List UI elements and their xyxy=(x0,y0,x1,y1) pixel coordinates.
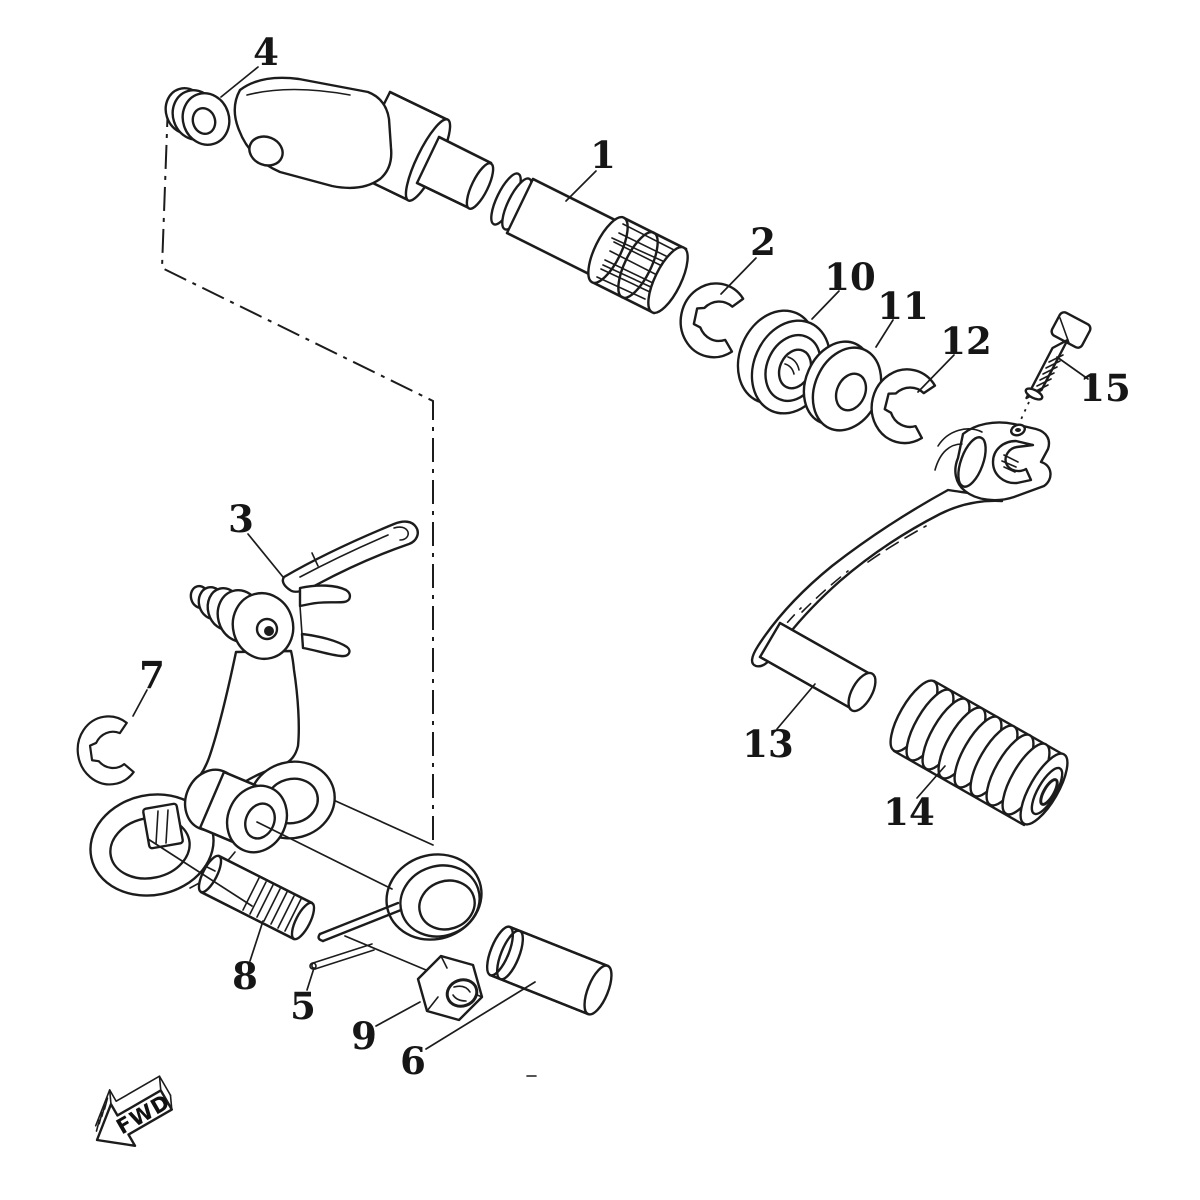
callout-leader-4 xyxy=(220,66,259,98)
fwd-arrow-hatching xyxy=(95,1097,109,1132)
part-7-circlip xyxy=(72,712,137,790)
callout-10: 10 xyxy=(811,255,876,320)
callout-13: 13 xyxy=(742,683,816,766)
callout-number-15: 15 xyxy=(1079,366,1131,410)
callout-15: 15 xyxy=(1056,356,1131,410)
spline-hatching xyxy=(596,223,677,300)
part-2-circlip xyxy=(672,275,747,363)
callout-9: 9 xyxy=(351,1001,421,1058)
part-13-shift-pedal xyxy=(750,421,1052,713)
callout-leader-9 xyxy=(375,1001,421,1027)
part-3-shift-lever-assembly xyxy=(89,520,419,897)
fwd-direction-marker: FWD xyxy=(94,1075,174,1147)
callout-1: 1 xyxy=(565,133,616,202)
lever-stirrup xyxy=(89,760,336,897)
callout-number-8: 8 xyxy=(232,954,258,998)
callout-number-14: 14 xyxy=(883,790,935,834)
part-1-shift-shaft xyxy=(348,90,689,315)
part-8-stud-bolt xyxy=(197,854,316,941)
callout-leader-6 xyxy=(425,981,536,1050)
callout-3: 3 xyxy=(228,497,284,578)
assembly-leader-lines xyxy=(147,821,427,971)
callout-5: 5 xyxy=(290,967,316,1028)
callout-2: 2 xyxy=(720,220,776,295)
callout-number-9: 9 xyxy=(351,1014,377,1058)
callout-leader-14 xyxy=(916,765,946,799)
callout-7: 7 xyxy=(132,653,165,717)
callout-leader-12 xyxy=(917,354,955,393)
part-15-bolt xyxy=(1017,311,1092,427)
fwd-arrow xyxy=(95,1089,173,1147)
callout-number-6: 6 xyxy=(400,1039,426,1083)
part-14-footpeg-rubber xyxy=(889,679,1069,827)
callout-number-12: 12 xyxy=(940,319,992,363)
callout-6: 6 xyxy=(400,981,536,1083)
torsion-spring xyxy=(317,853,483,943)
shift-shaft-lever-plate xyxy=(233,76,393,190)
callout-number-2: 2 xyxy=(750,220,776,264)
bolt-insertion-line xyxy=(1017,401,1030,427)
part-11-washer xyxy=(802,340,883,432)
part-5-pin xyxy=(309,943,375,970)
callout-leader-7 xyxy=(132,689,148,717)
callout-leader-2 xyxy=(720,257,757,295)
callout-number-1: 1 xyxy=(590,133,616,177)
callout-number-7: 7 xyxy=(139,653,165,697)
callout-14: 14 xyxy=(883,765,946,834)
pedal-clamp xyxy=(934,421,1052,502)
callout-number-3: 3 xyxy=(228,497,254,541)
callout-11: 11 xyxy=(875,284,929,348)
callout-leader-11 xyxy=(875,319,894,348)
callout-12: 12 xyxy=(917,319,992,393)
callout-leader-8 xyxy=(249,920,264,962)
callout-leader-5 xyxy=(306,967,315,991)
callout-leader-3 xyxy=(247,533,284,578)
part-4-grommet xyxy=(164,87,231,146)
callout-leader-1 xyxy=(565,170,597,202)
callout-number-10: 10 xyxy=(824,255,876,299)
part-6-pin xyxy=(485,925,613,1077)
callout-leader-13 xyxy=(776,683,816,730)
part-9-nut xyxy=(416,954,484,1022)
callout-leader-10 xyxy=(811,290,840,320)
fwd-label: FWD xyxy=(112,1089,174,1139)
callout-number-11: 11 xyxy=(877,284,929,328)
callout-number-13: 13 xyxy=(742,722,794,766)
callout-8: 8 xyxy=(232,920,264,998)
callout-number-5: 5 xyxy=(290,984,316,1028)
callout-4: 4 xyxy=(220,30,279,98)
callout-number-4: 4 xyxy=(253,30,279,74)
callout-leader-15 xyxy=(1056,356,1089,380)
